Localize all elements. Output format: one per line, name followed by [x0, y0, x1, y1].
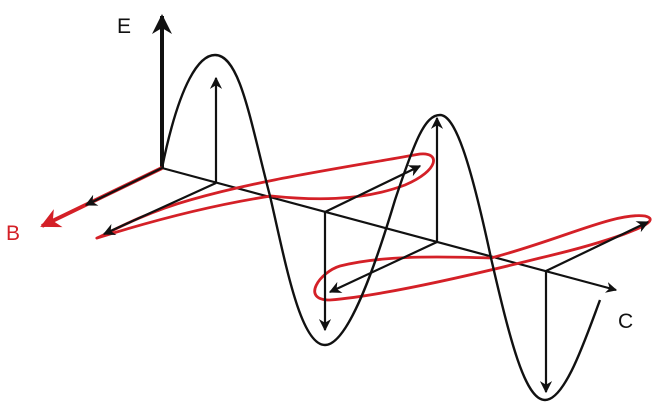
magnetic-wave-loop-1 [95, 152, 435, 240]
field-vector [328, 241, 438, 293]
label-magnetic-field: B [6, 222, 20, 245]
field-vector [102, 181, 217, 236]
propagation-axis [161, 166, 618, 293]
field-vector [324, 165, 422, 213]
origin-b-stub [84, 167, 163, 206]
electric-wave [160, 53, 602, 402]
magnetic-wave-loop-2 [313, 214, 652, 302]
label-electric-field: E [117, 15, 131, 38]
label-propagation: C [618, 310, 633, 333]
field-vector [545, 221, 650, 272]
